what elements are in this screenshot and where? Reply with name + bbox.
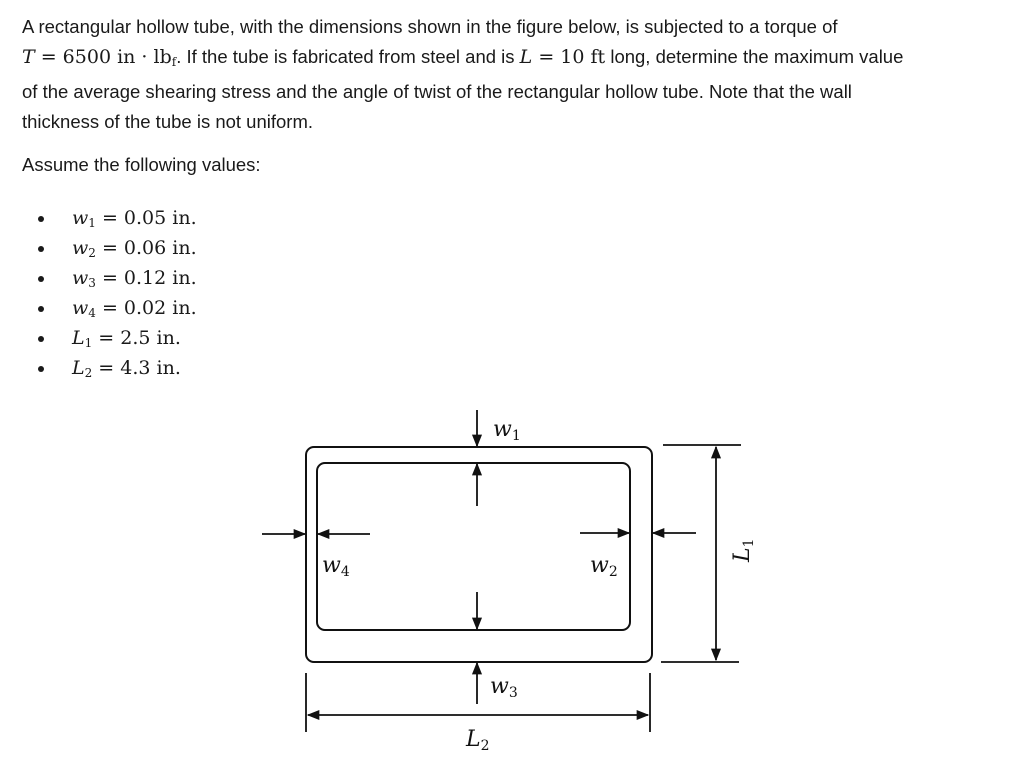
var-value: = 0.06 in. xyxy=(95,237,197,259)
label-L2: L2 xyxy=(465,727,490,754)
torque-symbol: T xyxy=(22,46,35,68)
var-value: = 0.12 in. xyxy=(95,267,197,289)
value-item-L2: L2 = 4.3 in. xyxy=(38,353,197,383)
label-w1: w1 xyxy=(493,417,521,444)
tube-cross-section-figure: w1 w2 w3 w4 L1 L2 xyxy=(250,400,770,765)
problem-line-3: of the average shearing stress and the a… xyxy=(22,81,852,102)
assume-label: Assume the following values: xyxy=(22,154,261,175)
values-list: w1 = 0.05 in. w2 = 0.06 in. w3 = 0.12 in… xyxy=(38,203,197,383)
length-symbol: L xyxy=(519,46,533,68)
var-symbol: L xyxy=(72,357,85,379)
var-value: = 0.05 in. xyxy=(95,207,197,229)
label-w2: w2 xyxy=(590,553,618,580)
var-value: = 4.3 in. xyxy=(92,357,181,379)
problem-line-2: T = 6500 in · lbf. If the tube is fabric… xyxy=(22,42,1007,77)
var-symbol: w xyxy=(72,237,89,259)
var-symbol: w xyxy=(72,297,89,319)
torque-expression: T = 6500 in · lbf xyxy=(22,46,177,69)
value-item-L1: L1 = 2.5 in. xyxy=(38,323,197,353)
torque-unit-sub: f xyxy=(171,55,177,69)
problem-line-1: A rectangular hollow tube, with the dime… xyxy=(22,16,838,37)
var-sub: 4 xyxy=(88,306,96,320)
var-symbol: w xyxy=(72,267,89,289)
problem-line-2-end: long, determine the maximum value xyxy=(605,46,904,67)
var-sub: 1 xyxy=(84,336,93,350)
inner-wall xyxy=(316,462,631,631)
torque-value: = 6500 in · lb xyxy=(34,46,172,68)
var-sub: 1 xyxy=(88,216,96,230)
label-L1: L1 xyxy=(730,538,757,563)
problem-line-2-text: . If the tube is fabricated from steel a… xyxy=(176,46,520,67)
var-symbol: w xyxy=(72,207,89,229)
tube-diagram: w1 w2 w3 w4 L1 L2 xyxy=(262,410,757,754)
var-sub: 2 xyxy=(84,366,93,380)
length-value: = 10 ft xyxy=(532,46,606,68)
value-item-w4: w4 = 0.02 in. xyxy=(38,293,197,323)
value-item-w1: w1 = 0.05 in. xyxy=(38,203,197,233)
label-w4: w4 xyxy=(322,553,350,580)
value-item-w2: w2 = 0.06 in. xyxy=(38,233,197,263)
length-expression: L = 10 ft xyxy=(520,46,606,68)
problem-line-4: thickness of the tube is not uniform. xyxy=(22,111,314,132)
label-w3: w3 xyxy=(490,674,518,701)
var-value: = 2.5 in. xyxy=(92,327,181,349)
var-value: = 0.02 in. xyxy=(95,297,197,319)
var-symbol: L xyxy=(72,327,85,349)
var-sub: 2 xyxy=(88,246,96,260)
value-item-w3: w3 = 0.12 in. xyxy=(38,263,197,293)
var-sub: 3 xyxy=(88,276,96,290)
problem-statement: A rectangular hollow tube, with the dime… xyxy=(22,12,1007,137)
